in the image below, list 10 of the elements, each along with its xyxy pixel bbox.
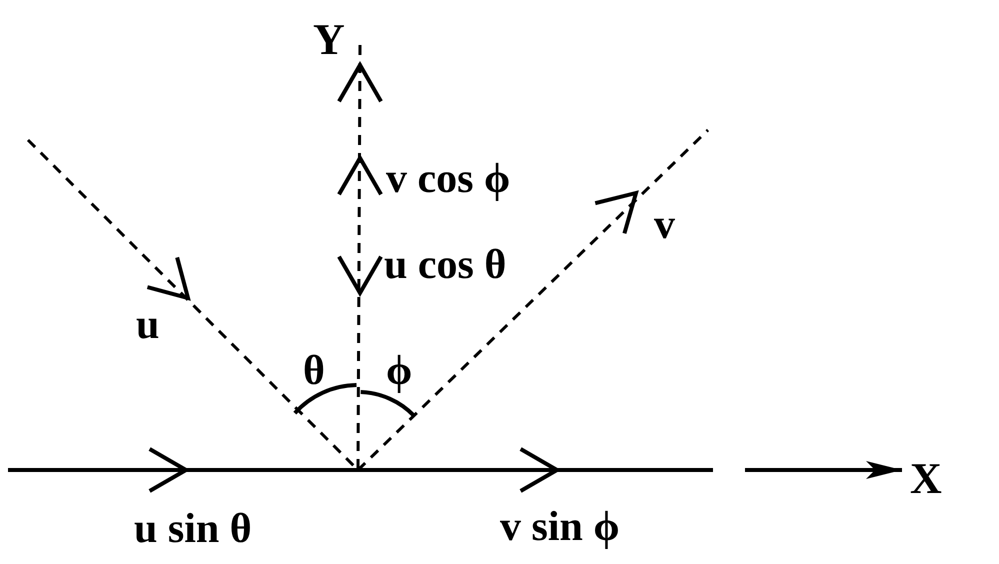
axis-label: X: [910, 457, 942, 501]
vector-component-label: v cos ϕ: [386, 158, 510, 200]
vector-component-label: u cos θ: [384, 244, 506, 286]
vector-component-label: u sin θ: [134, 508, 252, 550]
vector-component-label: v sin ϕ: [500, 506, 620, 548]
angle-label: ϕ: [386, 350, 412, 392]
axis-label: Y: [313, 18, 345, 62]
vector-label: v: [654, 204, 675, 246]
angle-label: θ: [303, 350, 325, 392]
vector-label: u: [136, 304, 160, 346]
